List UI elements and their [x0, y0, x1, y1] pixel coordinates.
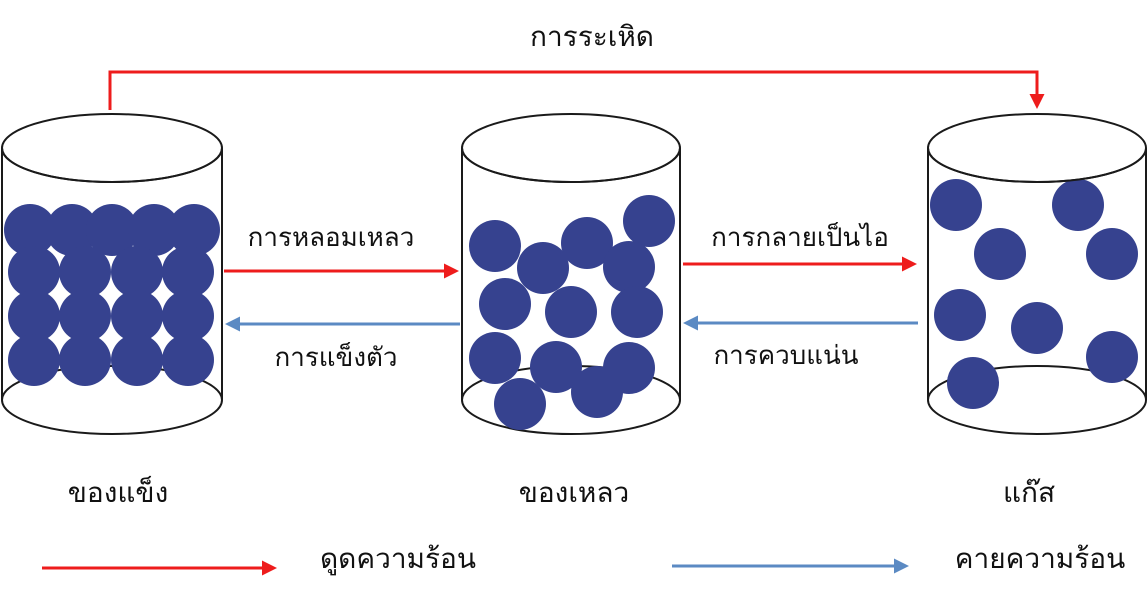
solid-particle	[86, 204, 138, 256]
liquid-container-front-rim	[461, 147, 681, 183]
liquid-particle	[479, 278, 531, 330]
liquid-particle	[530, 341, 582, 393]
solid-particle	[8, 334, 60, 386]
sublimation-label: การระเหิด	[530, 20, 654, 53]
gas-particle	[1052, 179, 1104, 231]
gas-particles	[930, 179, 1138, 409]
solid-particle	[111, 290, 163, 342]
liquid-state-label: ของเหลว	[519, 476, 630, 509]
solid-particle	[8, 246, 60, 298]
gas-particle	[947, 357, 999, 409]
gas-particle	[1086, 331, 1138, 383]
solid-particle	[162, 246, 214, 298]
solid-particle	[128, 204, 180, 256]
solid-particle	[8, 290, 60, 342]
gas-state-label: แก๊ส	[1003, 476, 1055, 509]
liquid-particle	[623, 195, 675, 247]
solid-particle	[111, 334, 163, 386]
legend-absorb-heat-label: ดูดความร้อน	[320, 542, 476, 576]
liquid-particle	[517, 242, 569, 294]
melting-label: การหลอมเหลว	[248, 223, 415, 253]
vaporization-label: การกลายเป็นไอ	[711, 221, 889, 253]
condensation-label: การควบแน่น	[713, 341, 858, 371]
liquid-particle	[469, 220, 521, 272]
liquid-particle	[603, 241, 655, 293]
solid-particle	[46, 204, 98, 256]
solid-particle	[162, 290, 214, 342]
gas-particle	[934, 289, 986, 341]
solid-state-label: ของแข็ง	[68, 475, 169, 509]
liquid-particle	[494, 378, 546, 430]
gas-particle	[1011, 302, 1063, 354]
gas-particle	[974, 228, 1026, 280]
solid-container-front-rim	[1, 147, 223, 183]
sublimation-arrow	[108, 70, 1045, 110]
solid-particle	[59, 334, 111, 386]
solid-particle	[162, 334, 214, 386]
liquid-particle	[561, 217, 613, 269]
solid-particle	[59, 290, 111, 342]
solid-particle	[168, 204, 220, 256]
solid-particle	[4, 204, 56, 256]
liquid-particle	[611, 286, 663, 338]
gas-container-front-rim	[927, 147, 1147, 183]
solid-particle	[59, 246, 111, 298]
solid-particles	[4, 204, 220, 386]
gas-particle	[930, 179, 982, 231]
liquid-particles	[469, 195, 675, 430]
liquid-particle	[545, 286, 597, 338]
liquid-particle	[571, 366, 623, 418]
freezing-label: การแข็งตัว	[274, 341, 397, 373]
legend-release-heat-label: คายความร้อน	[955, 542, 1126, 575]
solid-particle	[111, 246, 163, 298]
liquid-particle	[469, 332, 521, 384]
gas-particle	[1086, 228, 1138, 280]
